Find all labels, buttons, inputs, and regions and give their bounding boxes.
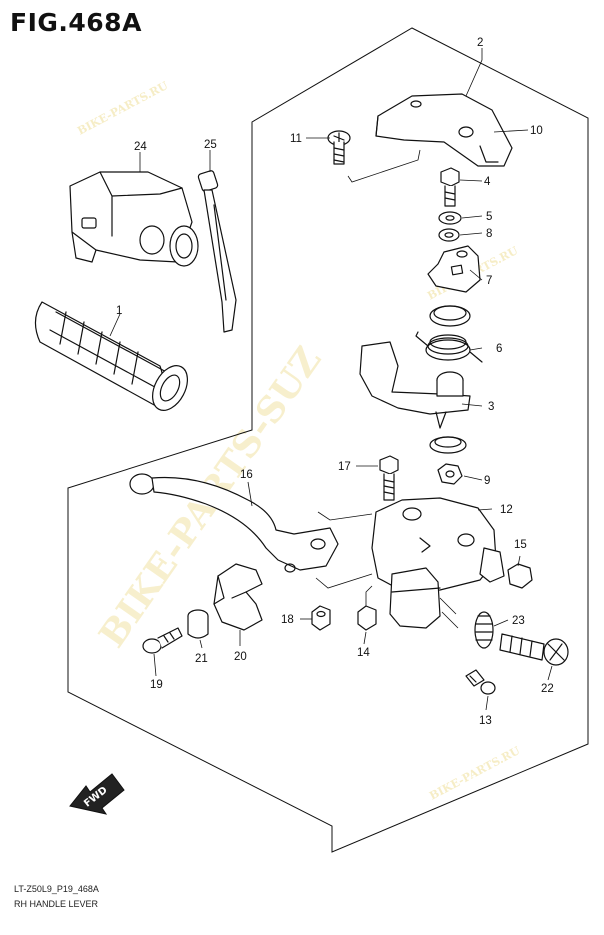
callout-6: 6 bbox=[496, 343, 502, 355]
washer-icon bbox=[438, 228, 460, 242]
figure-title: FIG.468A bbox=[10, 8, 142, 37]
callout-4: 4 bbox=[484, 176, 491, 188]
callout-16: 16 bbox=[240, 469, 253, 481]
callout-9: 9 bbox=[484, 475, 490, 487]
plate-icon bbox=[427, 245, 481, 293]
adjuster-nut-icon bbox=[474, 611, 494, 649]
lever-arm-icon bbox=[359, 341, 471, 429]
callout-24: 24 bbox=[134, 141, 147, 153]
bolt-icon bbox=[142, 627, 183, 654]
callout-12: 12 bbox=[500, 504, 513, 516]
torsion-spring-icon bbox=[415, 305, 483, 363]
callout-5: 5 bbox=[486, 211, 492, 223]
spacer-icon bbox=[187, 609, 209, 639]
callout-15: 15 bbox=[514, 539, 527, 551]
callout-18: 18 bbox=[281, 614, 294, 626]
washer-icon bbox=[429, 436, 467, 454]
fwd-arrow-icon: FWD bbox=[69, 773, 125, 815]
lever-bracket-icon bbox=[371, 497, 505, 629]
callout-11: 11 bbox=[290, 133, 302, 145]
bolt-icon bbox=[440, 167, 460, 207]
nut-icon bbox=[311, 605, 331, 631]
callout-3: 3 bbox=[488, 401, 494, 413]
leader-lines bbox=[109, 48, 553, 711]
callout-20: 20 bbox=[234, 651, 247, 663]
callout-25: 25 bbox=[204, 139, 217, 151]
nut-icon bbox=[357, 585, 377, 631]
pivot-bolt-icon bbox=[379, 455, 399, 501]
callout-19: 19 bbox=[150, 679, 163, 691]
callout-23: 23 bbox=[512, 615, 525, 627]
brake-lever-icon bbox=[129, 473, 373, 589]
callout-13: 13 bbox=[479, 715, 492, 727]
adjuster-bolt-icon bbox=[499, 633, 569, 666]
callout-22: 22 bbox=[541, 683, 554, 695]
clamp-icon bbox=[213, 563, 263, 631]
figure-name: RH HANDLE LEVER bbox=[14, 899, 99, 909]
callout-2: 2 bbox=[477, 37, 483, 49]
nut-icon bbox=[437, 463, 463, 485]
callout-8: 8 bbox=[486, 228, 492, 240]
assembly-frame bbox=[67, 27, 589, 853]
watermark-small-3: BIKE-PARTS.RU bbox=[427, 744, 522, 803]
model-code: LT-Z50L9_P19_468A bbox=[14, 884, 99, 894]
callout-21: 21 bbox=[195, 653, 208, 665]
case-cover-icon bbox=[347, 93, 513, 183]
nut-icon bbox=[507, 563, 533, 589]
callout-10: 10 bbox=[530, 125, 543, 137]
hand-grip-icon bbox=[34, 301, 188, 411]
screw-icon bbox=[465, 669, 496, 695]
cable-tie-icon bbox=[197, 170, 237, 333]
washer-icon bbox=[438, 211, 462, 225]
watermark-small-1: BIKE-PARTS.RU bbox=[75, 79, 170, 138]
callout-labels: 1 2 3 4 5 6 7 8 9 10 11 12 13 14 15 16 1… bbox=[116, 37, 554, 727]
callout-1: 1 bbox=[116, 305, 122, 317]
throttle-case-icon bbox=[69, 171, 199, 267]
callout-14: 14 bbox=[357, 647, 370, 659]
callout-17: 17 bbox=[338, 461, 351, 473]
callout-7: 7 bbox=[486, 275, 492, 287]
screw-icon bbox=[327, 130, 351, 165]
